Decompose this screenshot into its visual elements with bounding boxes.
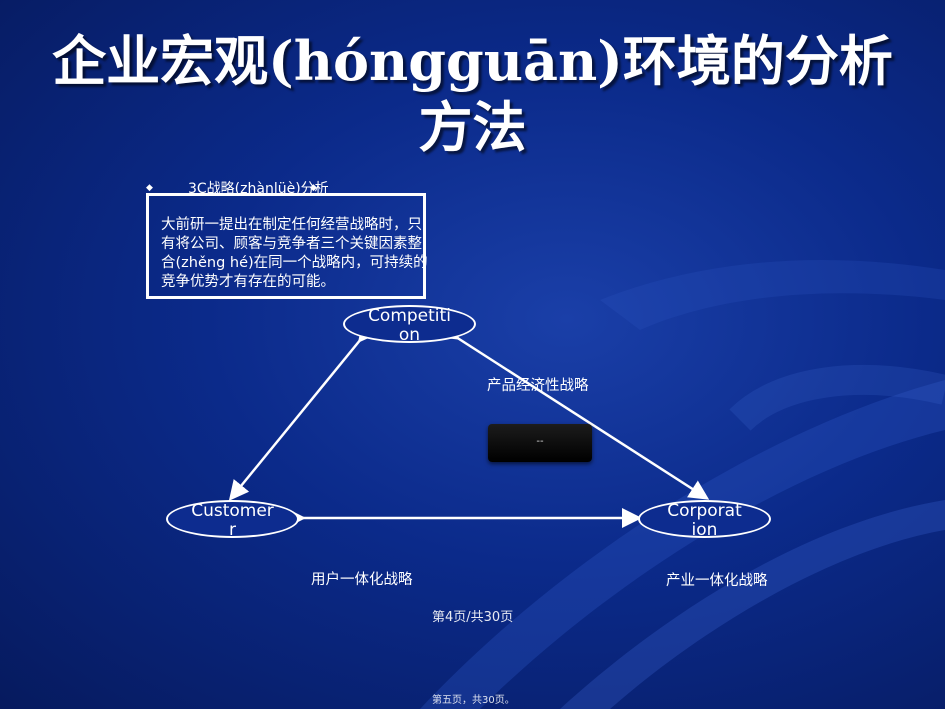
slide-title-line2: 方法 [418,95,527,159]
node-corporation-line2: ion [691,520,718,540]
footer-text: 第五页，共30页。 [432,695,515,706]
node-corporation: Corporat ion [638,500,771,540]
node-competition: Competiti on [343,305,476,345]
description-text: 大前研一提出在制定任何经营战略时，只有将公司、顾客与竞争者三个关键因素整合(zh… [161,217,428,290]
node-customer: Customer r [166,500,299,540]
black-button[interactable]: -- [488,424,592,462]
user-strategy-label: 用户一体化战略 [311,572,413,588]
slide-title-line1: 企业宏观(hóngguān)环境的分析 [52,29,893,93]
arrow-competition-corporation [437,320,710,500]
description-textbox: 大前研一提出在制定任何经营战略时，只有将公司、顾客与竞争者三个关键因素整合(zh… [146,193,428,299]
industry-strategy-label: 产业一体化战略 [666,573,768,589]
arrow-competition-customer [228,321,379,501]
diamond-bullet-icon: ◆ [146,183,153,193]
node-customer-line2: r [229,520,236,540]
node-competition-line1: Competiti [368,306,451,326]
node-competition-line2: on [398,325,421,345]
diamond-bullet-icon: ◆ [310,183,317,193]
slide-title: 企业宏观(hóngguān)环境的分析 方法 [0,28,945,160]
product-strategy-label: 产品经济性战略 [487,378,589,394]
node-corporation-line1: Corporat [667,501,742,521]
page-number: 第4页/共30页 [432,610,514,625]
node-customer-line1: Customer [191,501,274,521]
